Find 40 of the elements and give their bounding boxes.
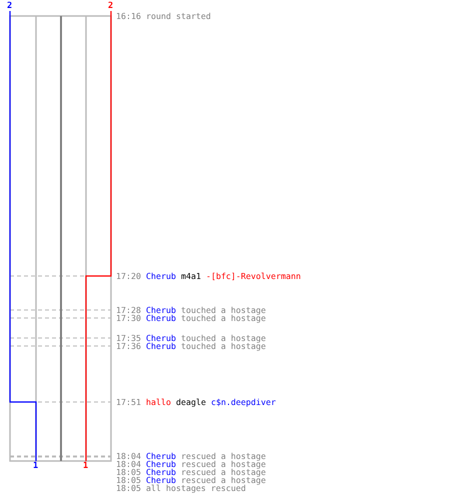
event-text: touched a hostage	[180, 341, 266, 351]
event-time: 17:20	[116, 271, 141, 281]
event-text: touched a hostage	[180, 305, 266, 315]
event-time: 18:05	[116, 483, 141, 493]
event-text: rescued a hostage	[180, 467, 266, 477]
event-text: rescued a hostage	[180, 459, 266, 469]
event-text: round started	[146, 11, 211, 21]
player-name: hallo	[146, 397, 171, 407]
event-time: 17:30	[116, 313, 141, 323]
event-text: touched a hostage	[180, 313, 266, 323]
player-name: Cherub	[146, 271, 176, 281]
player-name: Cherub	[146, 451, 176, 461]
event-time: 17:35	[116, 333, 141, 343]
event-time: 17:51	[116, 397, 141, 407]
event-time: 17:28	[116, 305, 141, 315]
weapon-name: deagle	[176, 397, 206, 407]
player-name: Cherub	[146, 313, 176, 323]
event-time: 16:16	[116, 11, 141, 21]
event-text: rescued a hostage	[180, 451, 266, 461]
event-text: all hostages rescued	[146, 483, 246, 493]
player-name: Cherub	[146, 475, 176, 485]
event-time: 18:05	[116, 475, 141, 485]
weapon-name: m4a1	[180, 271, 201, 281]
count-label: 2	[108, 2, 114, 11]
event-time: 17:36	[116, 341, 141, 351]
player-name: Cherub	[146, 305, 176, 315]
player-name: Cherub	[146, 467, 176, 477]
event-text: rescued a hostage	[180, 475, 266, 485]
player-name: Cherub	[146, 333, 176, 343]
event-time: 18:04	[116, 451, 141, 461]
player-name: -[bfc]-Revolvermann	[206, 271, 301, 281]
event-text: touched a hostage	[180, 333, 266, 343]
event-time: 18:04	[116, 459, 141, 469]
count-label: 1	[83, 462, 88, 471]
event-time: 18:05	[116, 467, 141, 477]
count-label: 1	[33, 462, 38, 471]
player-name: Cherub	[146, 341, 176, 351]
count-label: 2	[7, 2, 12, 11]
player-name: c$n.deepdiver	[210, 397, 276, 407]
player-name: Cherub	[146, 459, 176, 469]
